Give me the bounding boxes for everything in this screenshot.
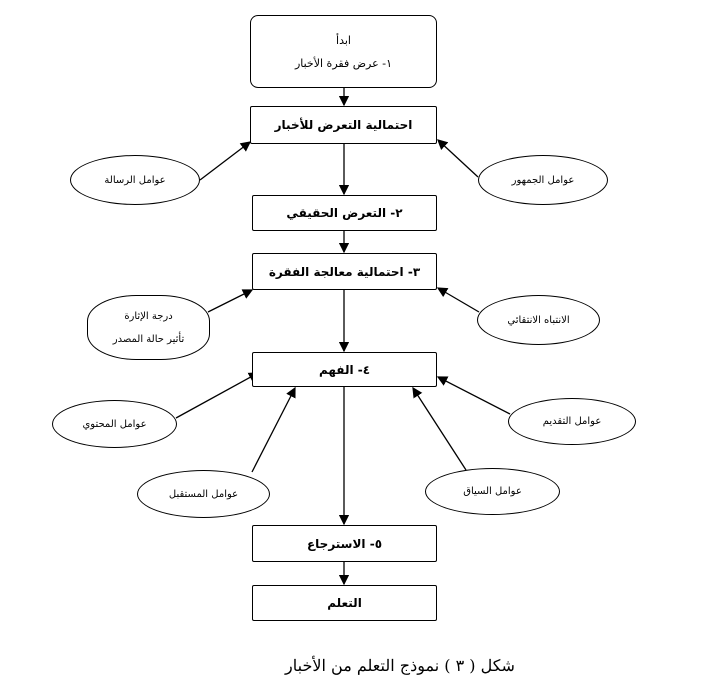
figure-caption: شكل ( ٣ ) نموذج التعلم من الأخبار [285, 656, 515, 675]
arrow [251, 386, 296, 473]
comprehension-node: ٤- الفهم [252, 352, 437, 387]
arrow [412, 386, 467, 471]
context-factors-label: عوامل السياق [463, 486, 522, 497]
start-label: ابدأ [336, 33, 351, 47]
arousal-label: درجة الإثارة [124, 310, 173, 322]
arrow [199, 141, 252, 181]
news-item-display-label: ١- عرض فقرة الأخبار [294, 56, 393, 70]
arrow [437, 139, 479, 178]
exposure-probability-node: احتمالية التعرض للأخبار [250, 106, 437, 144]
processing-probability-node: ٣- احتمالية معالجة الفقرة [252, 253, 437, 290]
selective-attention-label: الانتباه الانتقائي [507, 314, 570, 326]
context-factors: عوامل السياق [425, 468, 560, 515]
content-factors: عوامل المحتوي [52, 400, 177, 448]
presentation-factors-label: عوامل التقديم [542, 416, 602, 427]
arousal-factors: درجة الإثارة تأثير حالة المصدر [87, 295, 210, 360]
audience-factors-label: عوامل الجمهور [511, 174, 575, 186]
arrow [207, 289, 254, 313]
selective-attention: الانتباه الانتقائي [477, 295, 600, 345]
presentation-factors: عوامل التقديم [508, 398, 636, 445]
retrieval-node: ٥- الاسترجاع [252, 525, 437, 562]
source-state-label: تأثير حالة المصدر [112, 333, 185, 345]
audience-factors: عوامل الجمهور [478, 155, 608, 205]
actual-exposure-node: ٢- التعرض الحقيقي [252, 195, 437, 231]
arrow [436, 376, 511, 415]
start-node: ابدأ ١- عرض فقرة الأخبار [250, 15, 437, 88]
receiver-factors: عوامل المستقبل [137, 470, 270, 518]
message-factors: عوامل الرسالة [70, 155, 200, 205]
message-factors-label: عوامل الرسالة [104, 174, 166, 186]
receiver-factors-label: عوامل المستقبل [168, 488, 239, 500]
arrow [436, 287, 480, 313]
content-factors-label: عوامل المحتوي [82, 418, 147, 430]
arrow [175, 372, 260, 419]
learning-node: التعلم [252, 585, 437, 621]
